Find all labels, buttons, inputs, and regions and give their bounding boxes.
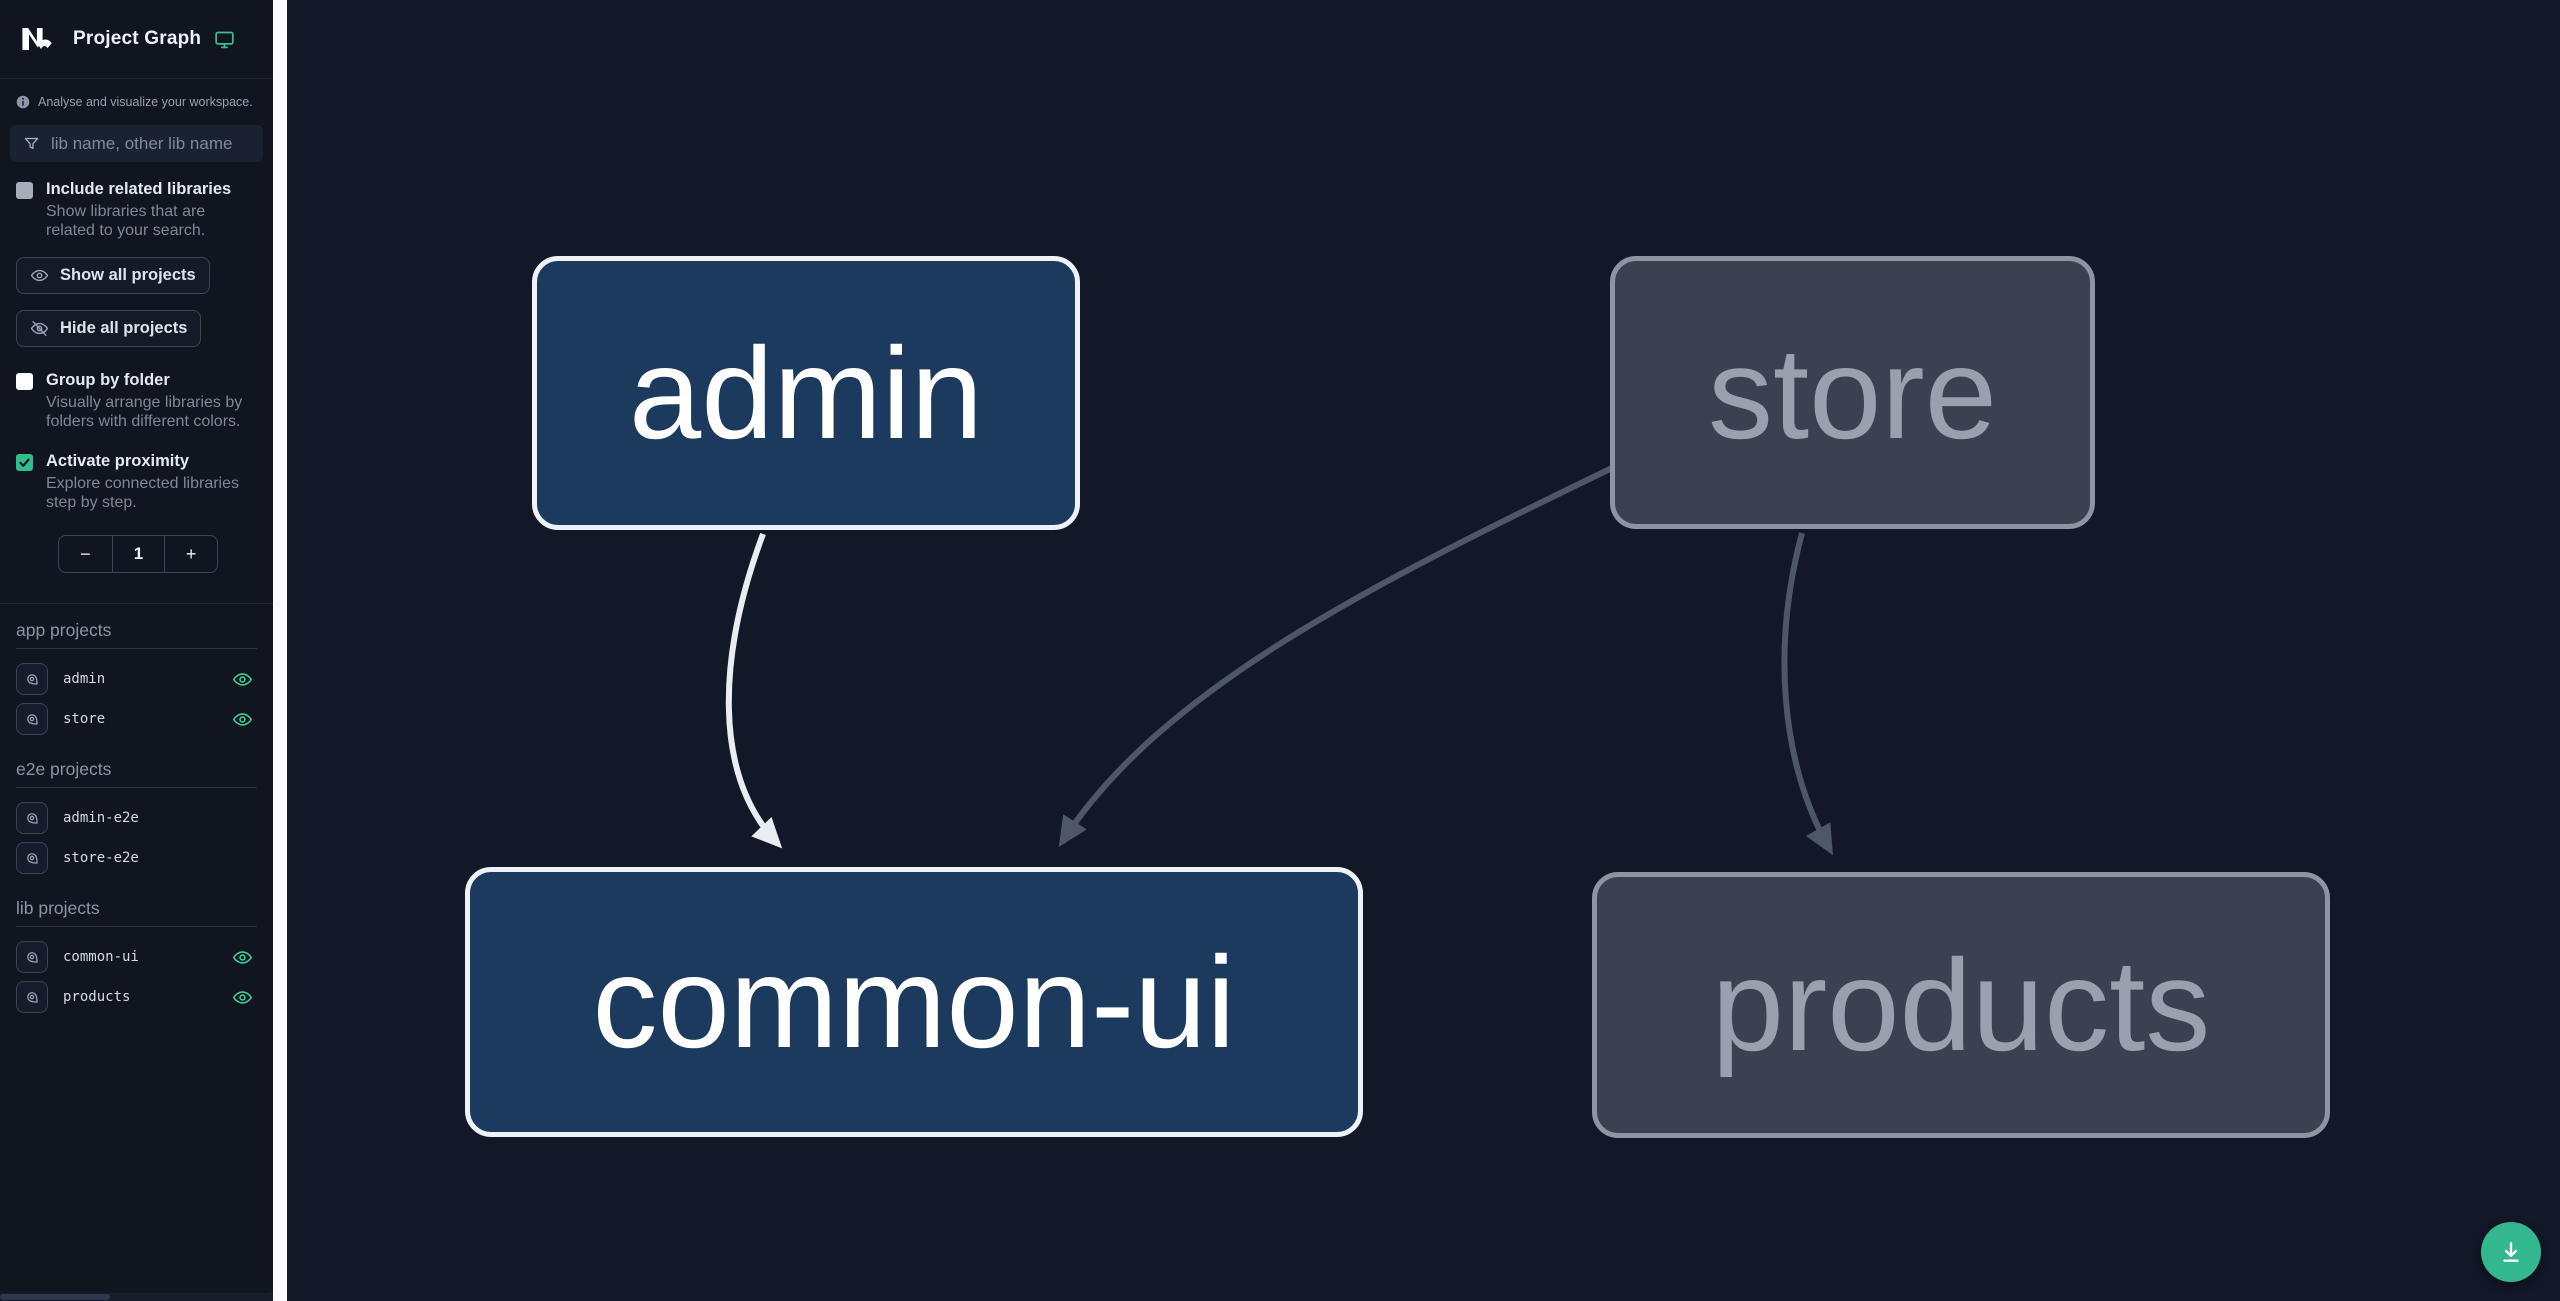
section-title: app projects xyxy=(16,620,257,649)
search-input[interactable] xyxy=(51,125,272,162)
info-icon xyxy=(16,95,30,109)
sidebar: Project Graph Analyse and visualize your… xyxy=(0,0,273,1293)
show-all-projects-button[interactable]: Show all projects xyxy=(16,257,210,294)
graph-node-products[interactable]: products xyxy=(1592,872,2330,1138)
funnel-filter-icon xyxy=(23,135,40,152)
sidebar-resize-handle[interactable] xyxy=(273,0,287,1301)
map-pin-icon xyxy=(24,711,41,728)
section-title: lib projects xyxy=(16,898,257,927)
group-by-folder-checkbox[interactable] xyxy=(16,373,33,390)
section-app-projects: app projects admin xyxy=(16,620,257,739)
graph-node-admin[interactable]: admin xyxy=(532,256,1080,530)
sidebar-horizontal-scrollbar[interactable] xyxy=(0,1293,273,1301)
decrement-button[interactable]: − xyxy=(80,543,91,564)
download-graph-button[interactable] xyxy=(2481,1222,2541,1282)
section-lib-projects: lib projects common-ui xyxy=(16,898,257,1017)
focus-project-button[interactable] xyxy=(16,663,48,695)
focus-project-button[interactable] xyxy=(16,703,48,735)
toggle-visibility-eye-icon[interactable] xyxy=(232,947,253,968)
desktop-monitor-icon[interactable] xyxy=(214,29,235,50)
project-name: admin xyxy=(63,671,106,687)
project-name: store-e2e xyxy=(63,850,139,866)
checkbox-description: Show libraries that are related to your … xyxy=(46,202,206,240)
increment-button[interactable]: + xyxy=(164,536,217,572)
edge-store-to-common-ui[interactable] xyxy=(1058,465,1614,848)
checkbox-label: Include related libraries xyxy=(46,180,232,198)
workspace-tagline-text: Analyse and visualize your workspace. xyxy=(38,95,253,109)
list-item-store: store xyxy=(16,699,257,739)
list-item-admin-e2e: admin-e2e xyxy=(16,798,257,838)
focus-project-button[interactable] xyxy=(16,842,48,874)
project-name: common-ui xyxy=(63,949,139,965)
show-all-projects-label: Show all projects xyxy=(60,266,196,284)
check-icon xyxy=(18,456,31,469)
map-pin-icon xyxy=(24,850,41,867)
proximity-depth-value: 1 xyxy=(111,536,165,572)
workspace-tagline: Analyse and visualize your workspace. xyxy=(0,79,273,115)
focus-project-button[interactable] xyxy=(16,981,48,1013)
focus-project-button[interactable] xyxy=(16,941,48,973)
toggle-visibility-eye-icon[interactable] xyxy=(232,669,253,690)
scrollbar-thumb[interactable] xyxy=(0,1294,110,1300)
nx-logo-icon xyxy=(16,17,60,61)
sidebar-header: Project Graph xyxy=(0,0,273,79)
section-title: e2e projects xyxy=(16,759,257,788)
graph-node-store[interactable]: store xyxy=(1610,256,2095,529)
section-e2e-projects: e2e projects admin-e2e xyxy=(16,759,257,878)
list-item-store-e2e: store-e2e xyxy=(16,838,257,878)
eye-slash-icon xyxy=(30,319,49,338)
hide-all-projects-button[interactable]: Hide all projects xyxy=(16,310,202,347)
node-label: store xyxy=(1707,319,1997,466)
project-name: store xyxy=(63,711,106,727)
edge-store-to-products[interactable] xyxy=(1781,532,1833,856)
checkbox-description: Explore connected libraries step by step… xyxy=(46,474,239,512)
map-pin-icon xyxy=(24,949,41,966)
toggle-visibility-eye-icon[interactable] xyxy=(232,987,253,1008)
project-name: products xyxy=(63,989,131,1005)
checkbox-description: Visually arrange libraries by folders wi… xyxy=(46,393,243,431)
filter-box xyxy=(10,125,272,162)
node-label: products xyxy=(1711,932,2211,1078)
projects-panel: app projects admin xyxy=(0,603,273,1017)
edge-admin-to-common-ui[interactable] xyxy=(725,532,783,849)
checkbox-include-related: Include related libraries Show libraries… xyxy=(0,166,273,241)
list-item-products: products xyxy=(16,977,257,1017)
list-item-admin: admin xyxy=(16,659,257,699)
focus-project-button[interactable] xyxy=(16,802,48,834)
node-label: admin xyxy=(628,320,984,466)
checkbox-label: Group by folder xyxy=(46,371,170,389)
checkbox-label: Activate proximity xyxy=(46,452,190,470)
project-name: admin-e2e xyxy=(63,810,139,826)
toggle-visibility-eye-icon[interactable] xyxy=(232,709,253,730)
activate-proximity-checkbox[interactable] xyxy=(16,454,33,471)
checkbox-activate-proximity: Activate proximity Explore connected lib… xyxy=(0,432,273,513)
proximity-depth-stepper: − 1 + xyxy=(58,535,218,573)
hide-all-projects-label: Hide all projects xyxy=(60,319,188,337)
list-item-common-ui: common-ui xyxy=(16,937,257,977)
page-title: Project Graph xyxy=(73,28,202,49)
map-pin-icon xyxy=(24,671,41,688)
node-label: common-ui xyxy=(592,929,1236,1075)
include-related-checkbox[interactable] xyxy=(16,182,33,199)
map-pin-icon xyxy=(24,989,41,1006)
checkbox-group-by-folder: Group by folder Visually arrange librari… xyxy=(0,347,273,432)
eye-icon xyxy=(30,266,49,285)
graph-node-common-ui[interactable]: common-ui xyxy=(465,867,1363,1137)
map-pin-icon xyxy=(24,810,41,827)
download-icon xyxy=(2498,1239,2524,1265)
